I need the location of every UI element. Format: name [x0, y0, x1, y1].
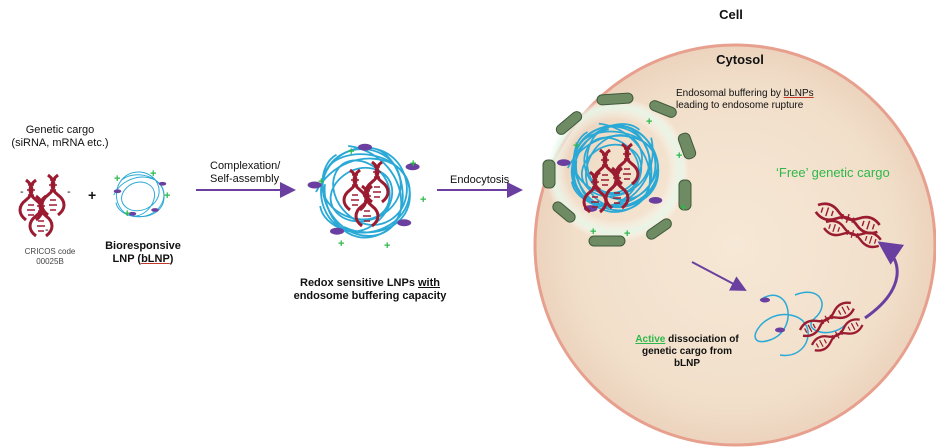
endosomal-buffering-caption: Endosomal buffering by bLNPs leading to … — [676, 88, 814, 112]
charge-plus: + — [124, 208, 131, 220]
release-arrow — [864, 241, 905, 320]
redox-line-2: endosome buffering capacity — [293, 290, 447, 302]
charge-plus: + — [150, 168, 157, 180]
charge-plus: + — [420, 194, 427, 206]
charge-plus: + — [624, 228, 631, 240]
charge-plus: + — [590, 226, 597, 238]
charge-plus: + — [164, 190, 171, 202]
charge-plus: + — [676, 150, 683, 162]
charge-plus: + — [410, 158, 417, 170]
blnp-abbrev: bLNP — [141, 253, 170, 265]
charge-plus: + — [318, 176, 325, 188]
endosomal-blnps: bLNPs — [783, 88, 814, 99]
dissociation-line-3: bLNP — [673, 358, 701, 369]
dissociation-caption: Active dissociation of genetic cargo fro… — [622, 334, 752, 370]
charge-plus: + — [384, 240, 391, 252]
endosomal-line-2: leading to endosome rupture — [676, 100, 804, 111]
dissociation-rest: dissociation of — [665, 334, 739, 345]
lnp-prefix: LNP ( — [112, 253, 142, 265]
charge-plus: + — [646, 116, 653, 128]
genetic-cargo-title: Genetic cargo — [25, 124, 95, 136]
redox-line-1: Redox sensitive LNPs with — [290, 277, 450, 290]
charge-plus: + — [348, 146, 355, 158]
minus-sign: - — [67, 186, 71, 198]
endosomal-line-1: Endosomal buffering by bLNPs — [676, 88, 814, 100]
dissociating-blnp-illustration — [754, 291, 866, 357]
plus-sign: + — [88, 187, 97, 203]
blnp-label: Bioresponsive LNP (bLNP) — [98, 240, 188, 266]
charge-plus: + — [573, 140, 580, 152]
cricos-line-1: CRICOS code — [24, 247, 76, 256]
dissociation-line-1: Active dissociation of — [622, 334, 752, 346]
lnp-suffix: ) — [169, 253, 174, 265]
blnp-illustration — [113, 171, 167, 218]
bioresponsive-text: Bioresponsive — [105, 240, 181, 252]
free-cargo-label: ‘Free’ genetic cargo — [776, 165, 890, 180]
charge-plus: + — [338, 238, 345, 250]
minus-sign: - — [45, 224, 49, 236]
minus-sign: - — [20, 186, 24, 198]
complexation-label: Complexation/ Self-assembly — [210, 160, 280, 186]
complexation-line-1: Complexation/ — [210, 160, 281, 172]
genetic-cargo-label: Genetic cargo (siRNA, mRNA etc.) — [10, 124, 110, 150]
dissociation-arrow — [691, 261, 747, 291]
redox-with: with — [418, 277, 440, 289]
genetic-cargo-types: (siRNA, mRNA etc.) — [11, 137, 109, 149]
charge-plus: + — [680, 202, 687, 214]
lnp-blnp-text: LNP (bLNP) — [98, 253, 188, 266]
cytosol-title: Cytosol — [716, 52, 764, 67]
endosomal-prefix: Endosomal buffering by — [676, 88, 784, 99]
cricos-line-2: 00025B — [36, 257, 64, 266]
active-word: Active — [635, 334, 666, 345]
endocytosis-label: Endocytosis — [450, 174, 510, 186]
redox-prefix: Redox sensitive LNPs — [300, 277, 418, 289]
dissociation-line-2: genetic cargo from — [641, 346, 733, 357]
genetic-cargo-illustration — [18, 173, 66, 238]
redox-lnp-illustration — [307, 130, 422, 250]
cricos-code: CRICOS code 00025B — [20, 247, 80, 267]
redox-lnp-caption: Redox sensitive LNPs with endosome buffe… — [290, 277, 450, 303]
charge-plus: + — [114, 173, 121, 185]
complexation-line-2: Self-assembly — [210, 173, 280, 185]
cell-title: Cell — [719, 7, 743, 22]
